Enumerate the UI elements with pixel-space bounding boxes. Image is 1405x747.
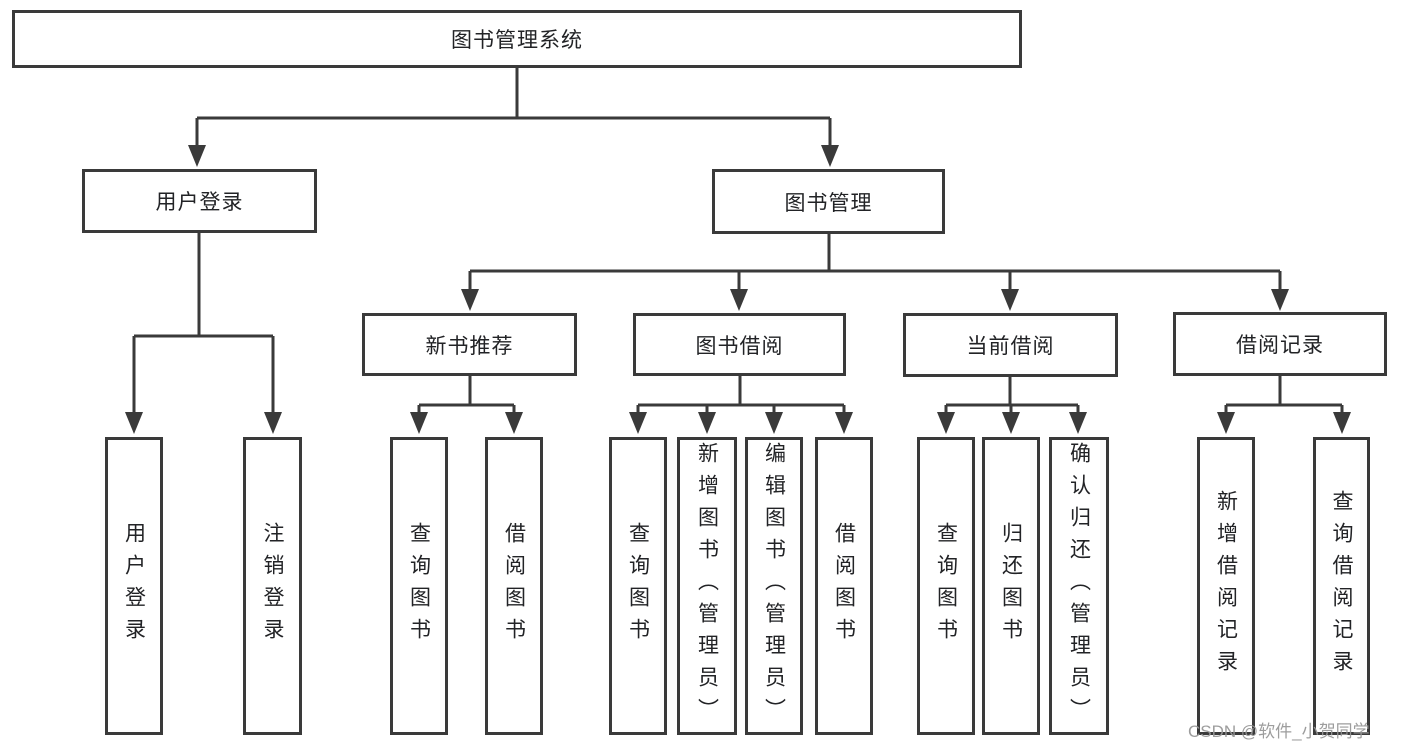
arrow-down-icon xyxy=(410,412,428,434)
node-current-borrowing: 当前借阅 xyxy=(903,313,1118,377)
node-label: 用户登录 xyxy=(122,522,146,650)
node-label: 编辑图书（管理员） xyxy=(762,442,786,730)
arrow-down-icon xyxy=(1333,412,1351,434)
connector-book-borrow xyxy=(636,376,846,414)
arrow-down-icon xyxy=(1271,289,1289,311)
leaf-query-books: 查询图书 xyxy=(917,437,975,735)
arrow-down-icon xyxy=(1001,289,1019,311)
arrow-down-icon xyxy=(264,412,282,434)
connector-book-mgmt xyxy=(468,234,1282,290)
leaf-query-books: 查询图书 xyxy=(390,437,448,735)
node-label: 查询图书 xyxy=(934,522,958,650)
node-label: 查询图书 xyxy=(407,522,431,650)
node-book-borrowing: 图书借阅 xyxy=(633,313,846,376)
node-root: 图书管理系统 xyxy=(12,10,1022,68)
arrow-down-icon xyxy=(188,145,206,167)
node-label: 新增借阅记录 xyxy=(1214,490,1238,682)
node-label: 借阅记录 xyxy=(1236,334,1324,357)
node-label: 查询图书 xyxy=(626,522,650,650)
arrow-down-icon xyxy=(730,289,748,311)
node-label: 当前借阅 xyxy=(966,335,1055,358)
node-label: 注销登录 xyxy=(261,522,284,650)
leaf-borrow-books: 借阅图书 xyxy=(485,437,543,735)
arrow-down-icon xyxy=(1069,412,1087,434)
leaf-add-books-admin: 新增图书（管理员） xyxy=(677,437,737,735)
node-label: 图书借阅 xyxy=(695,334,784,358)
connector-user-login xyxy=(132,233,275,413)
node-new-book-recommend: 新书推荐 xyxy=(362,313,577,376)
node-label: 查询借阅记录 xyxy=(1330,490,1353,682)
connector-current-borrow xyxy=(944,376,1080,414)
node-label: 新增图书（管理员） xyxy=(695,442,719,730)
node-borrowing-records: 借阅记录 xyxy=(1173,312,1387,376)
arrow-down-icon xyxy=(765,412,783,434)
leaf-return-books: 归还图书 xyxy=(982,437,1040,735)
arrowheads xyxy=(125,145,1351,434)
leaf-add-borrow-record: 新增借阅记录 xyxy=(1197,437,1255,735)
node-label: 归还图书 xyxy=(999,522,1023,650)
node-book-management: 图书管理 xyxy=(712,169,945,234)
leaf-confirm-return-admin: 确认归还（管理员） xyxy=(1049,437,1109,735)
connector-new-book xyxy=(417,376,516,414)
arrow-down-icon xyxy=(125,412,143,434)
arrow-down-icon xyxy=(698,412,716,434)
leaf-logout: 注销登录 xyxy=(243,437,302,735)
arrow-down-icon xyxy=(1217,412,1235,434)
leaf-query-books: 查询图书 xyxy=(609,437,667,735)
arrow-down-icon xyxy=(937,412,955,434)
watermark: CSDN @软件_小贺同学 xyxy=(1188,722,1370,741)
node-label: 用户登录 xyxy=(155,191,244,214)
node-label: 借阅图书 xyxy=(832,522,856,650)
leaf-user-login: 用户登录 xyxy=(105,437,163,735)
node-label: 确认归还（管理员） xyxy=(1067,442,1091,730)
leaf-edit-books-admin: 编辑图书（管理员） xyxy=(745,437,803,735)
leaf-borrow-books: 借阅图书 xyxy=(815,437,873,735)
node-user-login: 用户登录 xyxy=(82,169,317,233)
arrow-down-icon xyxy=(835,412,853,434)
arrow-down-icon xyxy=(629,412,647,434)
arrow-down-icon xyxy=(821,145,839,167)
connector-root xyxy=(195,68,832,147)
arrow-down-icon xyxy=(1002,412,1020,434)
node-label: 图书管理 xyxy=(784,191,873,215)
node-label: 新书推荐 xyxy=(425,334,514,358)
arrow-down-icon xyxy=(461,289,479,311)
leaf-query-borrow-record: 查询借阅记录 xyxy=(1313,437,1370,735)
connector-borrow-records xyxy=(1224,376,1344,414)
arrow-down-icon xyxy=(505,412,523,434)
node-label: 图书管理系统 xyxy=(451,29,583,52)
node-label: 借阅图书 xyxy=(502,522,526,650)
